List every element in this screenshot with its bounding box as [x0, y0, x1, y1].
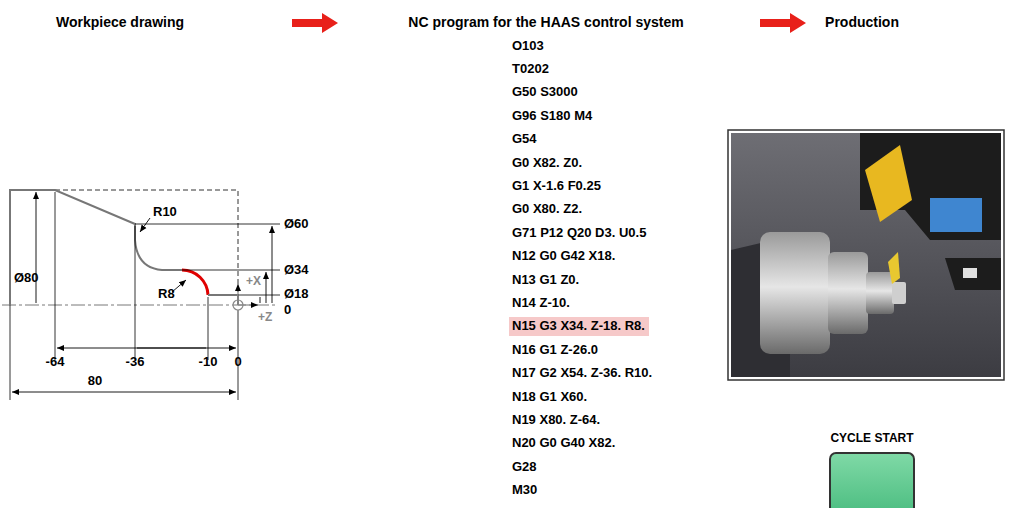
section-heading: Production	[825, 14, 899, 30]
program-line: G54	[512, 132, 537, 147]
program-line: G0 X80. Z2.	[512, 202, 582, 217]
cycle-start-button: CYCLE START	[829, 432, 915, 508]
program-line: G96 S180 M4	[512, 109, 592, 124]
section-heading: NC program for the HAAS control system	[408, 14, 683, 30]
dimension-label: 80	[88, 374, 102, 389]
section-heading: Workpiece drawing	[56, 14, 184, 30]
dimension-label: 0	[284, 303, 291, 318]
program-line: G50 S3000	[512, 85, 578, 100]
button-caption: CYCLE START	[829, 432, 915, 446]
dimension-label: -64	[46, 355, 65, 370]
program-line: G71 P12 Q20 D3. U0.5	[512, 226, 646, 241]
dimension-label: Ø80	[14, 271, 39, 286]
program-line: T0202	[512, 62, 549, 77]
program-line: N16 G1 Z-26.0	[512, 343, 598, 358]
centre-line	[2, 305, 278, 306]
extension-line	[10, 192, 280, 400]
program-line: N12 G0 G42 X18.	[512, 249, 615, 264]
workpiece-profile	[10, 190, 238, 305]
highlighted-program-line: N15 G3 X34. Z-18. R8.	[509, 317, 649, 336]
program-line: N20 G0 G40 X82.	[512, 436, 615, 451]
radius-label: R10	[153, 205, 177, 220]
program-line: G0 X82. Z0.	[512, 156, 582, 171]
dimension-label: 0	[234, 355, 241, 370]
dimension-label: Ø60	[284, 217, 309, 232]
program-line: G1 X-1.6 F0.25	[512, 179, 601, 194]
dimension-label: -10	[199, 355, 218, 370]
stock-outline	[55, 190, 238, 295]
program-line: N17 G2 X54. Z-36. R10.	[512, 366, 652, 381]
program-line: N13 G1 Z0.	[512, 273, 579, 288]
green-button	[829, 452, 915, 508]
axis-label: +Z	[258, 311, 272, 325]
machining-image	[728, 130, 1004, 380]
dimension-label: -36	[126, 355, 145, 370]
program-line: N15 G3 X34. Z-18. R8.	[512, 319, 645, 334]
program-line: N14 Z-10.	[512, 296, 570, 311]
axis-label: +X	[246, 275, 261, 289]
program-line: N19 X80. Z-64.	[512, 413, 600, 428]
program-line: N18 G1 X60.	[512, 390, 587, 405]
radius-label: R8	[158, 287, 175, 302]
program-line: G28	[512, 460, 537, 475]
dimension-label: Ø34	[284, 263, 309, 278]
dimension-line	[12, 192, 272, 392]
dimension-label: Ø18	[284, 287, 309, 302]
flow-arrow	[292, 13, 806, 33]
program-line: M30	[512, 483, 537, 498]
program-line: O103	[512, 39, 544, 54]
